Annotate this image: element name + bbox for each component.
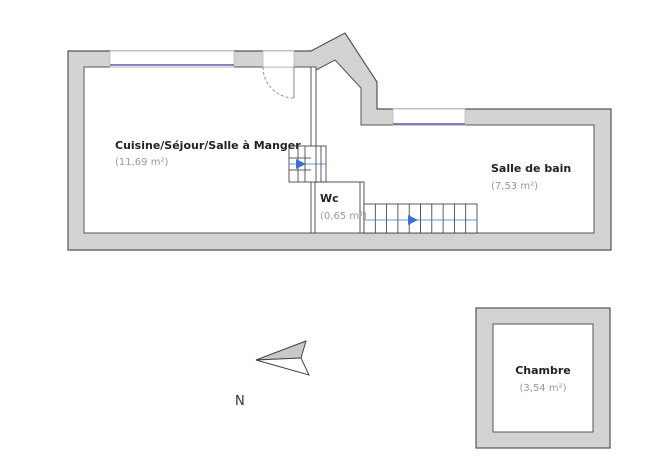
wc-wall — [359, 181, 365, 234]
window-bathroom — [392, 108, 466, 126]
bathroom-name: Salle de bain — [491, 162, 571, 175]
living-room-name: Cuisine/Séjour/Salle à Manger — [115, 139, 301, 152]
stair-arrow-icon — [408, 215, 418, 225]
compass-north-label: N — [235, 394, 245, 409]
room-bedroom — [492, 323, 594, 433]
stair-arrow-icon — [296, 159, 306, 169]
window-living — [109, 50, 235, 68]
wc-name: Wc — [320, 192, 339, 205]
staircase-small — [288, 145, 327, 183]
room-living — [83, 66, 312, 234]
living-room-area: (11,69 m²) — [115, 157, 168, 168]
bedroom-name: Chambre — [515, 364, 571, 377]
compass-icon — [255, 340, 310, 376]
staircase-large — [363, 203, 478, 234]
door-opening — [262, 50, 295, 99]
wc-area: (0,65 m²) — [320, 211, 367, 222]
bedroom-area: (3,54 m²) — [520, 383, 567, 394]
bathroom-area: (7,53 m²) — [491, 181, 538, 192]
room-wc — [314, 181, 361, 234]
